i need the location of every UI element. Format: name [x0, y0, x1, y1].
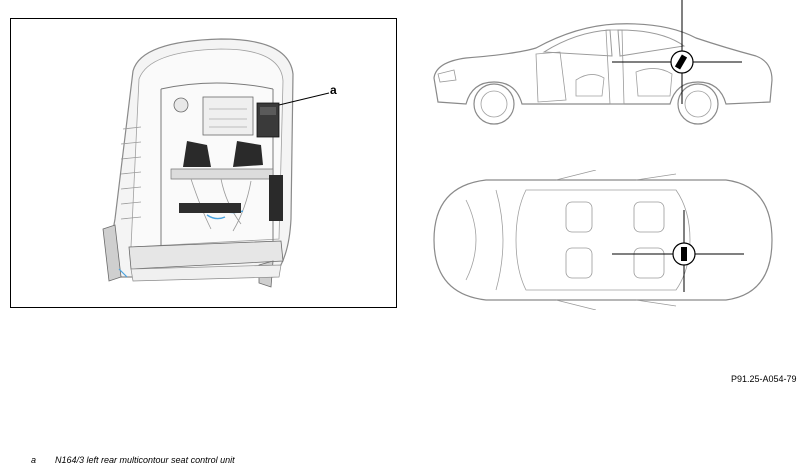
callout-label-a: a: [330, 83, 337, 97]
legend-item-text: N164/3 left rear multicontour seat contr…: [55, 455, 235, 465]
car-side-view-drawing: [433, 0, 773, 125]
callout-leader-line: [278, 92, 330, 106]
legend-item-letter: a: [31, 455, 37, 465]
legend-item: a N164/3 left rear multicontour seat cont…: [31, 455, 235, 465]
seat-backrest-drawing: [102, 38, 330, 288]
seat-illustration-panel: a: [10, 18, 397, 308]
car-top-view-drawing: [433, 170, 773, 310]
figure-reference-number: P91.25-A054-79: [731, 374, 797, 384]
